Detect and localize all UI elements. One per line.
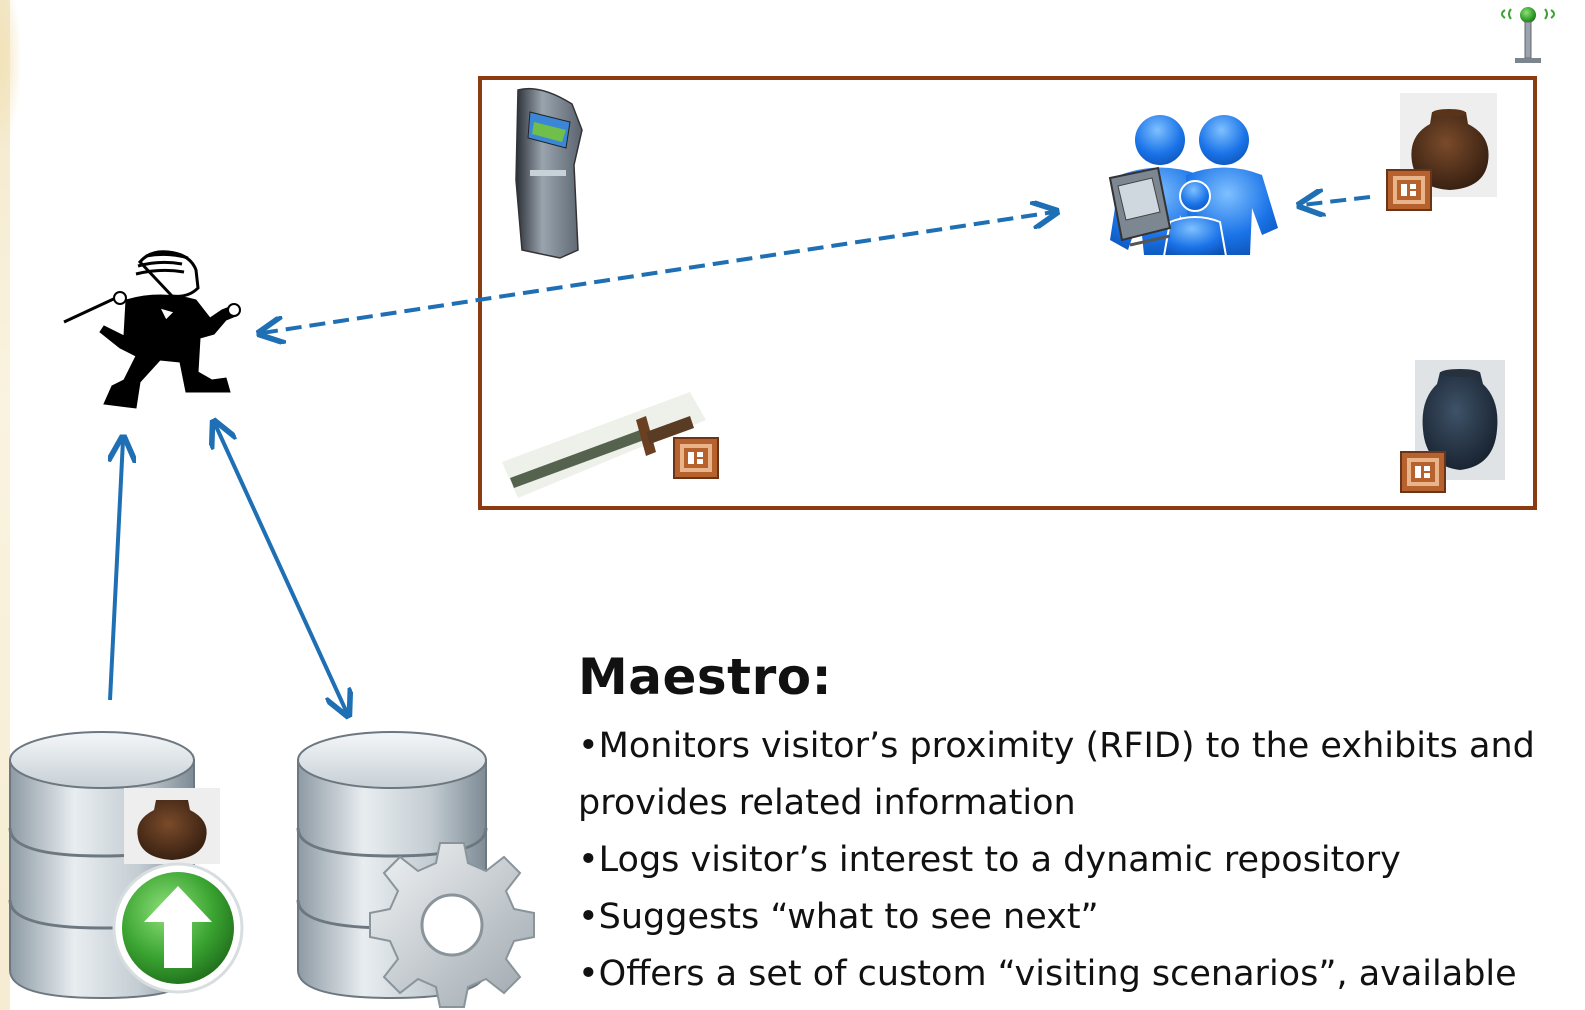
rfid-tag-icon — [1400, 451, 1446, 493]
rfid-tag-icon — [1386, 169, 1432, 211]
maestro-bullet-list: •Monitors visitor’s proximity (RFID) to … — [578, 718, 1578, 1003]
maestro-title: Maestro: — [578, 648, 833, 706]
arrow-db1-conductor — [110, 440, 123, 701]
sword-icon — [502, 392, 706, 498]
arrow-vase-visitors — [1302, 197, 1371, 205]
vase-blue-icon — [1415, 360, 1505, 480]
kiosk-icon — [515, 87, 583, 259]
arrows — [110, 197, 1371, 713]
left-decoration-glow — [0, 0, 22, 150]
upload-arrow-icon — [112, 862, 244, 994]
antenna-icon — [1501, 7, 1555, 63]
bullet-line-4: •Suggests “what to see next” — [578, 897, 1099, 937]
arrow-conductor-db2 — [215, 424, 347, 713]
gear-icon — [369, 842, 535, 1008]
bullet-line-5: •Offers a set of custom “visiting scenar… — [578, 954, 1517, 994]
vase-brown-icon — [124, 788, 220, 864]
pda-icon — [1108, 166, 1172, 247]
arrow-conductor-visitors — [262, 212, 1054, 333]
bullet-line-2: provides related information — [578, 783, 1076, 823]
bullet-line-3: •Logs visitor’s interest to a dynamic re… — [578, 840, 1401, 880]
bullet-line-1: •Monitors visitor’s proximity (RFID) to … — [578, 726, 1535, 766]
conductor-icon — [63, 250, 241, 409]
left-decoration — [0, 0, 10, 1010]
rfid-tag-icon — [673, 437, 719, 479]
